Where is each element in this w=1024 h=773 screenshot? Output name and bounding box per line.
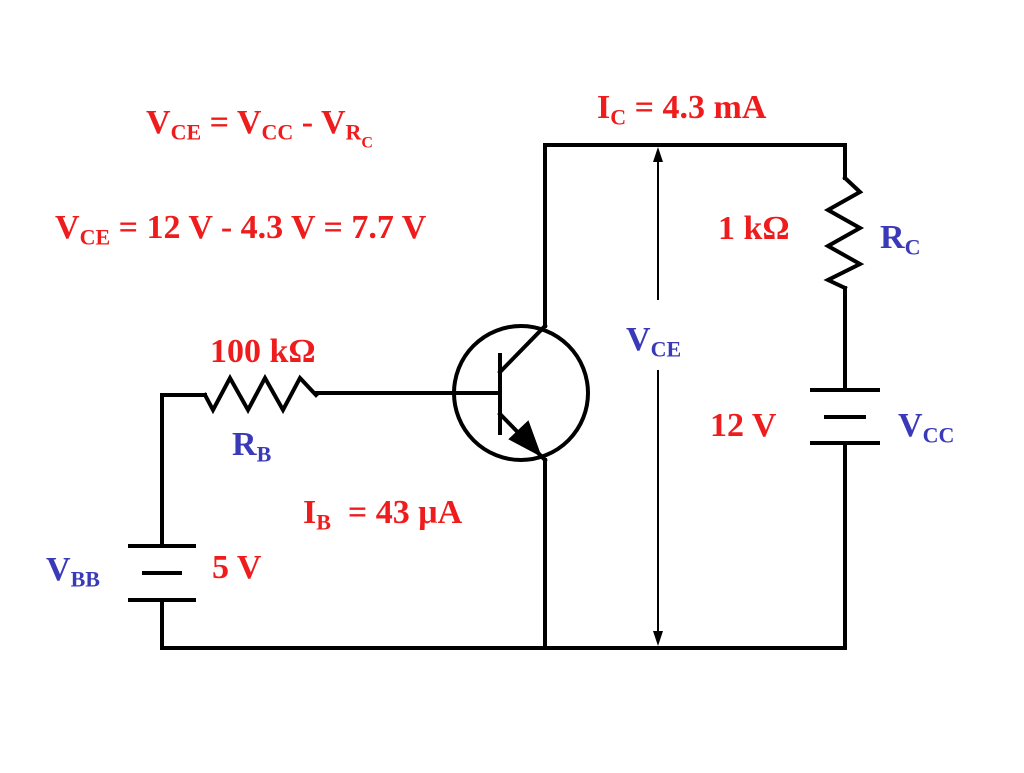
vce-formula-term2-sub: R xyxy=(345,119,362,145)
ib-label-main: I xyxy=(303,494,317,531)
rc-name-label: RC xyxy=(880,221,920,259)
vce-formula-term1: V xyxy=(236,104,262,141)
ground-wire xyxy=(160,441,847,650)
ib-label-value: = 43 μA xyxy=(330,494,463,531)
vce-arrow-up xyxy=(653,147,663,162)
emitter-arrow xyxy=(508,420,542,458)
ib-label-sub: B xyxy=(316,509,331,535)
vce-calc-lhs: V xyxy=(55,209,80,246)
vbb-name-sub: BB xyxy=(70,566,100,592)
rb-resistor xyxy=(202,373,319,415)
ic-label: IC = 4.3 mA xyxy=(597,91,766,129)
vcc-name-main: V xyxy=(898,407,923,444)
ic-label-sub: C xyxy=(610,104,627,130)
vbb-value-label: 5 V xyxy=(212,549,262,586)
vce-arrow-down xyxy=(653,631,663,646)
vce-calc-rest: = 12 V - 4.3 V = 7.7 V xyxy=(110,209,427,246)
vce-measure-label: VCE xyxy=(626,321,682,362)
vcc-value-label: 12 V xyxy=(710,407,777,444)
vce-formula-term2: V xyxy=(320,104,346,141)
rb-name-sub: B xyxy=(256,441,272,467)
vcc-name-label: VCC xyxy=(898,409,954,447)
transistor-collector-lead xyxy=(497,323,548,375)
vce-calculation: VCE = 12 V - 4.3 V = 7.7 V xyxy=(55,211,426,249)
vce-measure-main: V xyxy=(626,321,651,358)
rc-name-main: R xyxy=(880,219,905,256)
vbb-name-label: VBB xyxy=(46,553,100,591)
ic-label-value: = 4.3 mA xyxy=(626,89,767,126)
rb-name-label: RB xyxy=(232,428,271,466)
vce-formula-minus: - xyxy=(293,104,321,141)
vce-formula-lhs: V xyxy=(146,104,171,141)
vbb-to-rb-wire xyxy=(160,393,207,548)
vce-formula-equals: = xyxy=(201,104,237,141)
rc-resistor xyxy=(823,175,865,291)
vce-formula-term2-subsub: C xyxy=(361,134,373,152)
vcc-name-sub: CC xyxy=(922,422,955,448)
rb-name-main: R xyxy=(232,426,257,463)
vce-measure-sub: CE xyxy=(650,336,682,362)
vce-formula-term1-sub: CC xyxy=(261,119,294,145)
ib-label: IB = 43 μA xyxy=(303,496,462,534)
ic-label-main: I xyxy=(597,89,611,126)
vce-formula: VCE = VCC - VRC xyxy=(146,106,373,151)
rb-value-label: 100 kΩ xyxy=(210,333,316,370)
vce-calc-lhs-sub: CE xyxy=(79,224,111,250)
vbb-name-main: V xyxy=(46,551,71,588)
collector-wire xyxy=(543,143,847,328)
rc-name-sub: C xyxy=(904,234,921,260)
transistor-body xyxy=(452,324,590,462)
rc-value-label: 1 kΩ xyxy=(718,210,790,247)
vce-formula-lhs-sub: CE xyxy=(170,119,202,145)
